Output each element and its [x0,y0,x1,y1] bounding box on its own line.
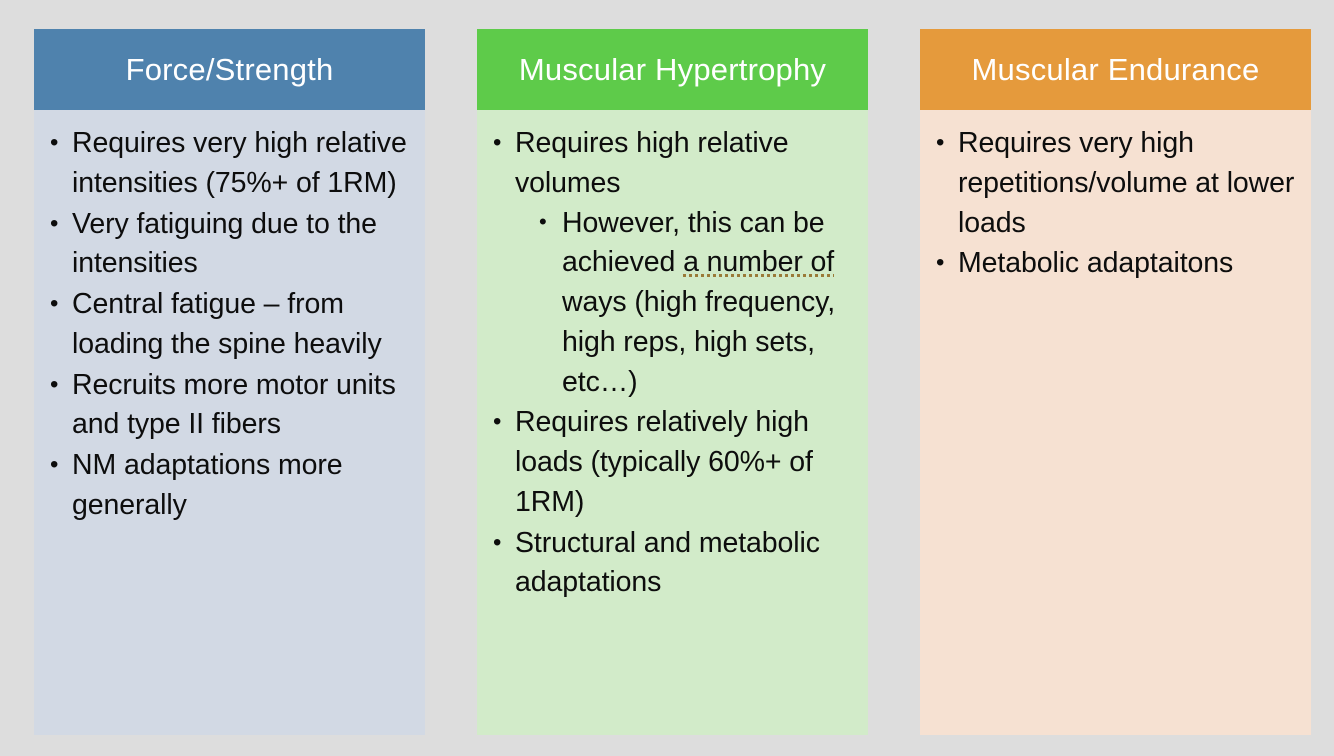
list-item: Metabolic adaptaitons [930,243,1299,284]
sub-bullet-list: However, this can be achieved a number o… [515,203,856,403]
bullet-list-force-strength: Requires very high relative intensities … [44,123,413,526]
sub-item-text-before: However, this can be achieved [562,206,825,279]
grammar-flagged-text: a number of [683,246,835,279]
column-muscular-hypertrophy: Muscular Hypertrophy Requires high relat… [477,29,868,735]
list-item: Requires relatively high loads (typicall… [487,402,856,522]
list-item: NM adaptations more generally [44,445,413,526]
sub-list-item: However, this can be achieved a number o… [532,203,856,403]
column-header-muscular-endurance: Muscular Endurance [920,29,1311,110]
list-item: Requires very high relative intensities … [44,123,413,204]
column-body-muscular-endurance: Requires very high repetitions/volume at… [920,110,1311,735]
column-body-muscular-hypertrophy: Requires high relative volumes However, … [477,110,868,735]
list-item: Structural and metabolic adaptations [487,523,856,604]
column-header-force-strength: Force/Strength [34,29,425,110]
list-item: Very fatiguing due to the intensities [44,204,413,285]
column-header-muscular-hypertrophy: Muscular Hypertrophy [477,29,868,110]
column-body-force-strength: Requires very high relative intensities … [34,110,425,735]
column-force-strength: Force/Strength Requires very high relati… [34,29,425,735]
bullet-list-muscular-hypertrophy: Requires high relative volumes However, … [487,123,856,604]
list-item: Central fatigue – from loading the spine… [44,284,413,365]
list-item: Requires high relative volumes However, … [487,123,856,403]
list-item-text: Requires high relative volumes [515,127,789,199]
list-item: Recruits more motor units and type II fi… [44,365,413,446]
sub-item-text-after: ways (high frequency, high reps, high se… [562,286,836,398]
column-muscular-endurance: Muscular Endurance Requires very high re… [920,29,1311,735]
bullet-list-muscular-endurance: Requires very high repetitions/volume at… [930,123,1299,284]
list-item: Requires very high repetitions/volume at… [930,123,1299,243]
